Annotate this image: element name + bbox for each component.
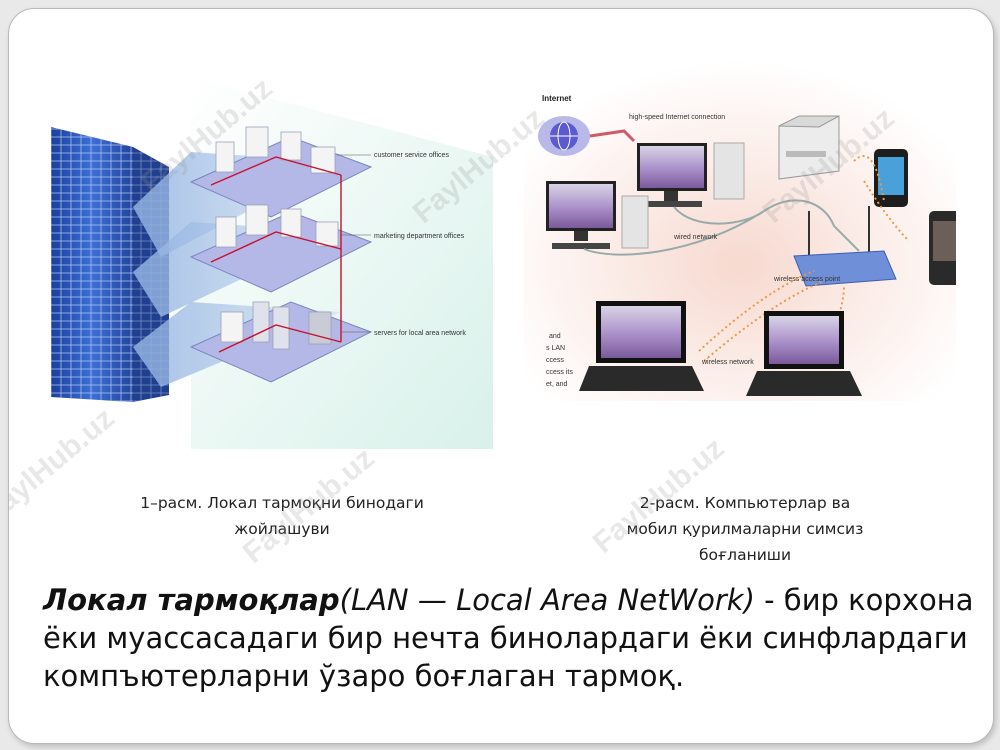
building-lan-illustration: customer service offices marketing depar… — [51, 77, 493, 449]
figure2-caption-line3: боғланиши — [698, 546, 792, 564]
wireless-network-figure: Internet high-speed Internet connection — [524, 61, 956, 401]
label-wireless-network: wireless network — [701, 359, 754, 366]
wireless-router-icon — [793, 206, 897, 287]
figure2-caption-line1: 2-расм. Компьютерлар ва — [639, 494, 851, 512]
smartphone-icon — [874, 149, 908, 207]
lan-definition-body: - бир корхона ёки муассасадаги бир нечта… — [43, 583, 974, 693]
side-text-2: s LAN — [546, 345, 565, 352]
desktop-computer-icon — [637, 142, 745, 207]
wireless-network-illustration: Internet high-speed Internet connection — [524, 61, 956, 401]
printer-icon — [778, 115, 840, 180]
label-marketing: marketing department offices — [374, 233, 465, 240]
side-text-4: ccess its — [546, 369, 573, 376]
side-text-3: ccess — [546, 357, 564, 364]
figure1-caption-line1: 1–расм. Локал тармоқни бинодаги — [140, 494, 424, 512]
side-text-1: and — [549, 333, 561, 340]
label-highspeed: high-speed Internet connection — [629, 114, 725, 121]
slide: customer service offices marketing depar… — [8, 8, 994, 744]
label-customer-service: customer service offices — [374, 152, 449, 159]
label-wireless-access-point: wireless access point — [773, 276, 840, 283]
smartphone-icon-2 — [929, 211, 956, 285]
figure2-caption-line2: мобил қурилмаларни симсиз — [626, 520, 864, 538]
building-lan-figure: customer service offices marketing depar… — [41, 57, 493, 449]
figure2-caption: 2-расм. Компьютерлар ва мобил қурилмалар… — [585, 490, 905, 568]
figure1-caption: 1–расм. Локал тармоқни бинодаги жойлашув… — [97, 490, 467, 542]
laptop-icon — [579, 301, 704, 391]
lan-abbreviation: (LAN — Local Area NetWork) — [339, 583, 755, 617]
label-internet: Internet — [542, 94, 572, 103]
label-wired-network: wired network — [673, 234, 718, 241]
side-text-5: et, and — [546, 381, 568, 388]
figure1-caption-line2: жойлашуви — [234, 520, 330, 538]
globe-icon — [538, 116, 590, 156]
desktop-computer-icon-2 — [546, 181, 649, 249]
lan-definition: Локал тармоқлар(LAN — Local Area NetWork… — [43, 581, 983, 695]
laptop-icon-2 — [746, 311, 862, 396]
lan-term: Локал тармоқлар — [43, 583, 340, 617]
label-servers: servers for local area network — [374, 330, 466, 337]
